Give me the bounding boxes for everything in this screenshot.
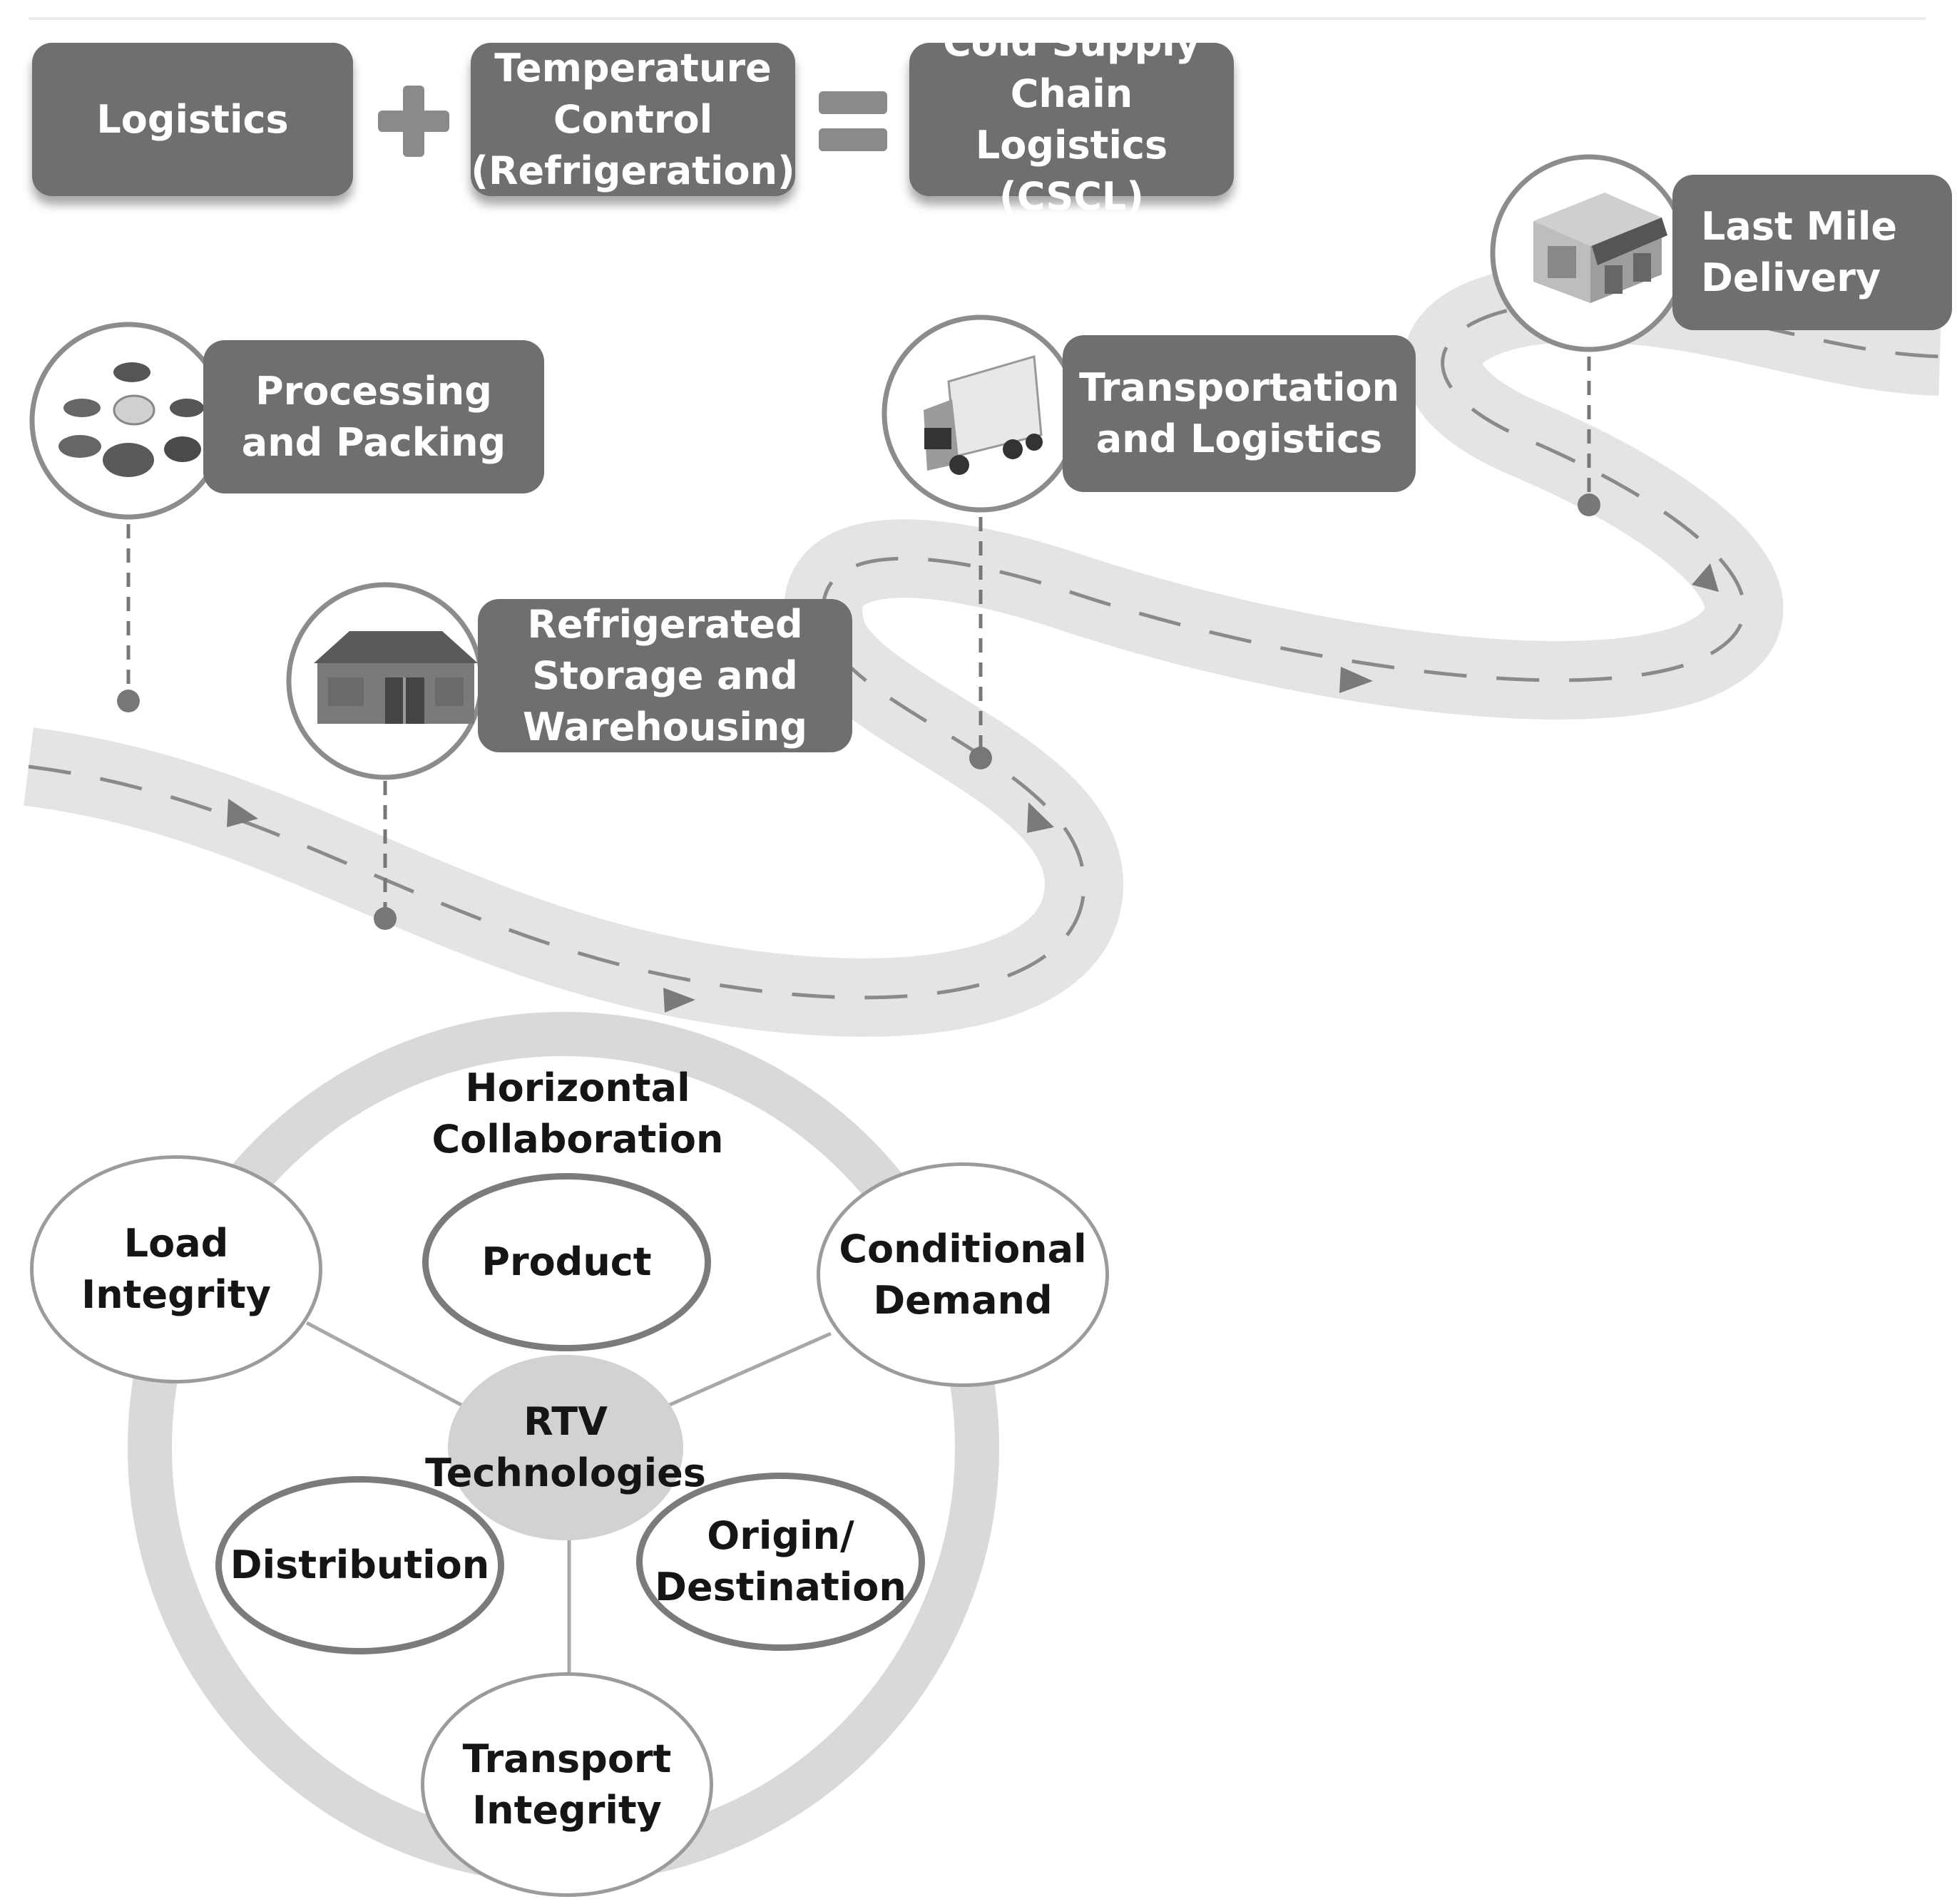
stage-connectors xyxy=(126,357,1591,916)
load-integrity-node: Load Integrity xyxy=(30,1155,322,1383)
stage-label: Transportation and Logistics xyxy=(1078,365,1400,461)
node-label: Load Integrity xyxy=(81,1221,271,1317)
road-arrow-icon xyxy=(1692,563,1719,592)
road-arrow-icon xyxy=(1027,802,1054,833)
logistics-box: Logistics xyxy=(32,43,353,196)
node-label: Origin/ Destination xyxy=(655,1513,906,1609)
transport-integrity-node: Transport Integrity xyxy=(421,1672,713,1897)
stage-last-mile-delivery: Last Mile Delivery xyxy=(1672,175,1952,330)
equals-icon xyxy=(819,91,887,151)
refrigerated-truck-icon xyxy=(924,355,1043,475)
warehouse-icon xyxy=(314,631,478,724)
stage-label: Refrigerated Storage and Warehousing xyxy=(522,601,808,749)
temperature-control-label: Temperature Control (Refrigeration) xyxy=(471,45,795,193)
product-node: Product xyxy=(422,1173,711,1351)
horizontal-collaboration-title: Horizontal Collaboration xyxy=(431,1065,724,1162)
road xyxy=(24,263,1942,1037)
cscl-box: Cold Supply Chain Logistics (CSCL) xyxy=(909,20,1234,219)
stage-label: Processing and Packing xyxy=(241,368,506,465)
origin-destination-node: Origin/ Destination xyxy=(636,1473,925,1651)
road-arrow-icon xyxy=(227,799,258,827)
distribution-node: Distribution xyxy=(215,1476,504,1654)
conditional-demand-node: Conditional Demand xyxy=(817,1162,1109,1387)
logistics-label: Logistics xyxy=(96,96,289,142)
node-label: RTV Technologies xyxy=(425,1399,706,1495)
cscl-label: Cold Supply Chain Logistics (CSCL) xyxy=(942,19,1201,219)
plus-icon xyxy=(378,86,449,157)
stage-anchor-dots xyxy=(117,493,1600,930)
stage-processing-packing: Processing and Packing xyxy=(203,340,544,493)
road-arrow-icon xyxy=(1339,667,1373,693)
temperature-control-box: Temperature Control (Refrigeration) xyxy=(471,43,795,196)
rtv-technologies-node: RTV Technologies xyxy=(425,1355,706,1540)
road-arrow-icon xyxy=(663,988,695,1013)
stage-label: Last Mile Delivery xyxy=(1701,204,1897,300)
meat-products-icon xyxy=(58,362,204,477)
node-label: Conditional Demand xyxy=(839,1226,1087,1323)
storefront-icon xyxy=(1533,193,1667,303)
node-label: Product xyxy=(481,1239,652,1284)
node-label: Transport Integrity xyxy=(462,1736,672,1833)
stage-refrigerated-storage: Refrigerated Storage and Warehousing xyxy=(478,599,852,752)
node-label: Distribution xyxy=(230,1542,490,1587)
stage-transportation-logistics: Transportation and Logistics xyxy=(1063,335,1416,492)
